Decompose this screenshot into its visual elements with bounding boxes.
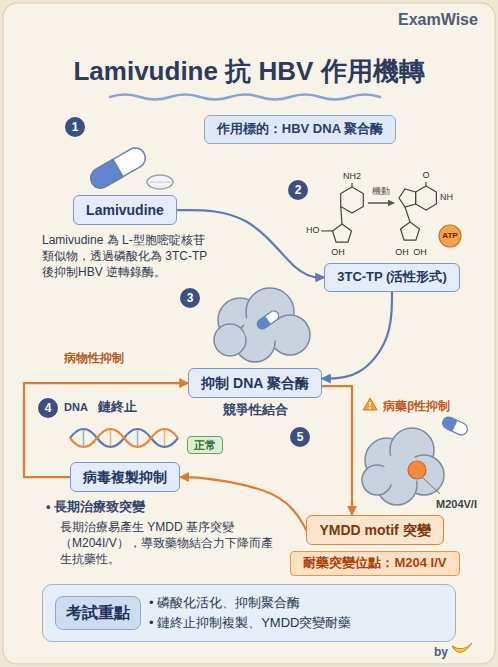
mutant-enzyme-blob <box>362 428 444 505</box>
dna-helix <box>70 429 178 447</box>
status-tag: 正常 <box>187 436 223 454</box>
warning-icon <box>363 398 377 410</box>
mutation-site <box>408 461 426 479</box>
tablet-icon <box>147 175 173 189</box>
tablet-icon <box>147 175 173 189</box>
dna-helix <box>164 430 166 446</box>
node-text: 3TC-TP (活性形式) <box>337 269 447 286</box>
capsule-icon <box>87 144 149 191</box>
blocked-drug-capsule <box>441 415 470 437</box>
warning-icon <box>369 407 371 409</box>
target-box: 作用標的：HBV DNA 聚合酶 <box>204 115 396 144</box>
node-text: • 磷酸化活化、抑制聚合酶 <box>149 593 445 613</box>
connector-arrow <box>322 386 352 515</box>
enzyme-blob <box>214 288 310 362</box>
dna-helix <box>110 430 112 446</box>
drug-box: Lamivudine <box>73 195 177 225</box>
atom-label: OH <box>331 247 345 258</box>
molecule-structure <box>351 183 352 187</box>
node-text: 考試重點 <box>66 603 130 624</box>
dna-label: DNA <box>64 401 88 414</box>
edge-label: 病物性抑制 <box>62 350 126 367</box>
molecule-structure <box>405 207 410 222</box>
blocked-drug-capsule <box>441 415 458 431</box>
warning-icon <box>369 402 370 406</box>
active-form-box: 3TC-TP (活性形式) <box>324 263 460 292</box>
callout-number: 1 <box>65 117 85 137</box>
mutation-description: 長期治療易產生 YMDD 基序突變（M204I/V），導致藥物結合力下降而產生抗… <box>60 519 278 567</box>
leader-line <box>422 477 440 494</box>
bound-drug-capsule <box>255 316 271 331</box>
brand-mark: ExamWise <box>398 10 478 29</box>
capsule-icon <box>87 159 123 191</box>
node-text: Lamivudine <box>86 201 164 219</box>
key-points-panel: • 磷酸化活化、抑制聚合酶• 鏈終止抑制複製、YMDD突變耐藥考試重點 <box>42 584 456 642</box>
reaction-label: 機動 <box>372 186 390 197</box>
drug-description: Lamivudine 為 L-型胞嘧啶核苷類似物，透過磷酸化為 3TC-TP 後… <box>42 232 210 280</box>
dna-helix <box>70 429 178 447</box>
molecule-structure <box>341 207 342 225</box>
molecule-structure <box>401 222 420 240</box>
capsule-icon <box>87 144 149 191</box>
mutation-heading: • 長期治療致突變 <box>46 499 145 515</box>
atom-label: NH2 <box>343 171 361 182</box>
molecule-structure <box>416 186 437 210</box>
binding-note: 競爭性結合 <box>223 402 288 418</box>
node-text: 抑制 DNA 聚合酶 <box>201 374 309 392</box>
dna-helix <box>70 429 178 447</box>
bound-drug-capsule <box>255 309 280 331</box>
molecule-structure <box>321 230 333 231</box>
atp-badge <box>439 225 461 247</box>
node-text: 正常 <box>194 438 216 452</box>
warning-icon <box>363 398 377 410</box>
resistance-band: 耐藥突變位點：M204 I/V <box>290 551 459 576</box>
chain-termination-label: 鏈終止 <box>98 399 137 415</box>
mutation-site-label: M204V/I <box>436 498 477 511</box>
byline: by <box>434 645 448 659</box>
key-points-tag: 考試重點 <box>55 596 141 631</box>
blocked-drug-capsule <box>441 415 470 437</box>
atom-label: O <box>422 170 429 181</box>
molecule-structure <box>399 189 416 207</box>
molecule-structure <box>333 224 352 242</box>
edge-label: 病藥β性抑制 <box>381 398 452 415</box>
dna-helix <box>137 430 139 446</box>
molecule-structure <box>425 182 426 186</box>
title-underline <box>110 95 380 100</box>
dna-helix <box>83 430 85 446</box>
atom-label: HO <box>306 225 320 236</box>
atom-label: OH <box>395 247 409 258</box>
molecule-structure <box>321 182 436 242</box>
node-text: • 鏈終止抑制複製、YMDD突變耐藥 <box>149 613 445 633</box>
node-text: 作用標的：HBV DNA 聚合酶 <box>217 121 383 138</box>
atom-label: NH <box>440 192 453 203</box>
banana-icon <box>452 643 472 652</box>
atp-label: ATP <box>442 231 457 241</box>
callout-number: 3 <box>180 288 200 308</box>
result-box: 病毒複製抑制 <box>70 462 180 492</box>
connector-arrow <box>322 292 392 379</box>
node-text: YMDD motif 突變 <box>319 521 430 539</box>
node-text: 病毒複製抑制 <box>83 468 167 486</box>
callout-number: 5 <box>290 427 310 447</box>
molecule-structure <box>341 187 364 213</box>
inhibition-box: 抑制 DNA 聚合酶 <box>188 368 322 398</box>
enzyme-blob <box>214 324 246 356</box>
bound-drug-capsule <box>255 309 280 331</box>
molecule-structure <box>368 202 394 204</box>
atom-label: OH <box>413 247 427 258</box>
node-text: 耐藥突變位點：M204 I/V <box>303 555 446 572</box>
callout-number: 4 <box>38 398 58 418</box>
mutation-box: YMDD motif 突變 <box>306 515 443 545</box>
callout-number: 2 <box>288 180 308 200</box>
diagram-title: Lamivudine 抗 HBV 作用機轉 <box>0 54 498 89</box>
tablet-icon <box>150 182 170 183</box>
panel-ground <box>3 3 495 664</box>
enzyme-blob <box>244 310 280 346</box>
